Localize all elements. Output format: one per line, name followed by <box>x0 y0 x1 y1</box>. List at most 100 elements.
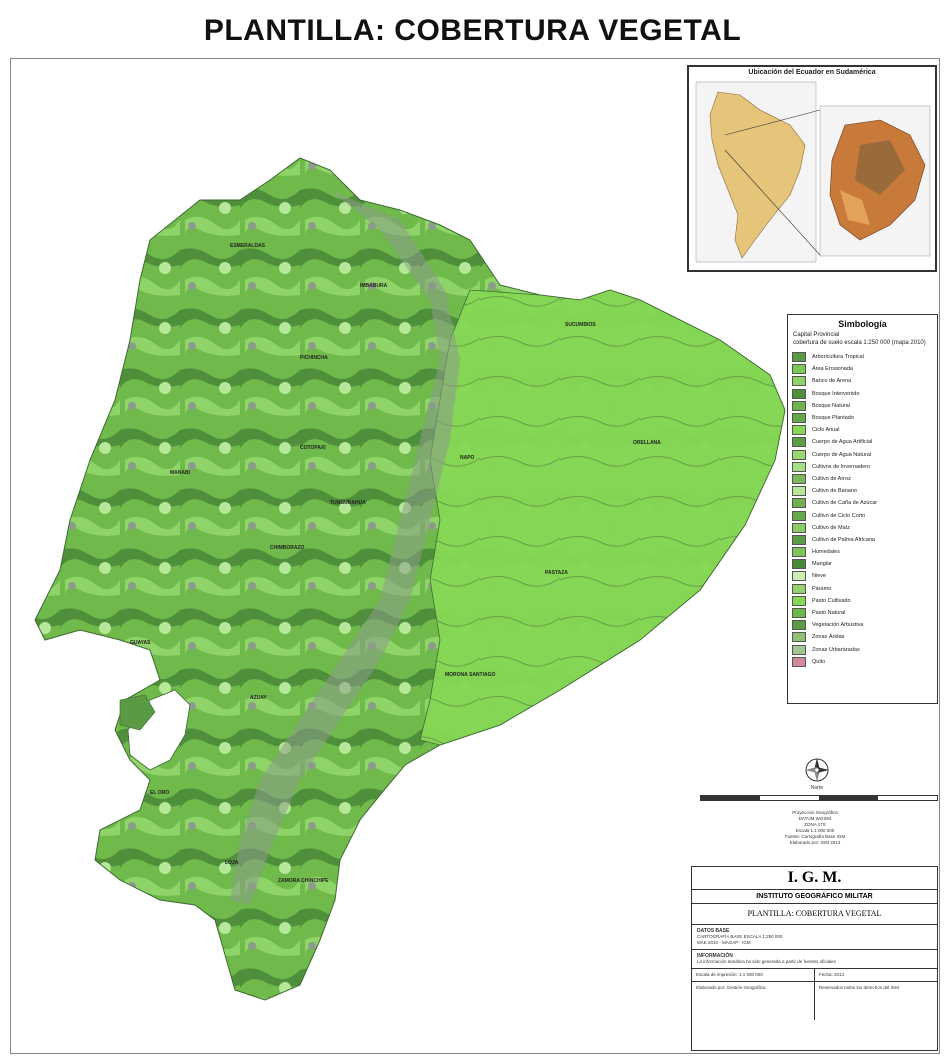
puna-island <box>119 694 156 731</box>
legend-item-label: Pasto Cultivado <box>812 597 851 604</box>
legend-item-label: Cultivo de Ciclo Corto <box>812 512 866 519</box>
legend-swatch <box>792 571 806 582</box>
legend-swatch <box>792 559 806 570</box>
legend-item-label: Cultivos de Invernadero <box>812 463 871 470</box>
legend-item: Arboricultura Tropical <box>792 351 937 363</box>
legend-item: Cultivo de Banano <box>792 485 937 497</box>
legend-item-label: Cuerpo de Agua Natural <box>812 451 872 458</box>
legend-item: Humedales <box>792 546 937 558</box>
note-line: DATUM WGS84 <box>798 816 832 821</box>
legend-swatch <box>792 620 806 631</box>
legend-swatch <box>792 547 806 558</box>
map-notes: Proyección Geográfica DATUM WGS84 ZONA 1… <box>740 810 890 846</box>
legend-swatch <box>792 534 806 545</box>
tb-data-line: CARTOGRAFÍA BASE ESCALA 1:250 000 <box>697 934 783 939</box>
legend-swatch <box>792 595 806 606</box>
legend-item-label: Cultivo de Maíz <box>812 524 850 531</box>
place-label: PASTAZA <box>545 570 568 576</box>
tb-scale-cell: Escala de impresión: 1:1 000 000 <box>696 972 763 977</box>
legend-item: Pasto Natural <box>792 607 937 619</box>
legend-item: Cuerpo de Agua Natural <box>792 449 937 461</box>
legend-swatch <box>792 510 806 521</box>
legend-item-label: Nieve <box>812 573 827 580</box>
place-label: NAPO <box>460 455 475 461</box>
andes-band <box>230 190 460 905</box>
legend-title: Simbología <box>838 319 887 329</box>
tb-rights-cell: Reservados todos los derechos del IGM <box>814 982 937 1020</box>
legend-swatch <box>792 437 806 448</box>
legend-item-label: Vegetación Arbustiva <box>812 622 864 629</box>
place-label: EL ORO <box>150 790 170 796</box>
legend-item: Cultivo de Ciclo Corto <box>792 509 937 521</box>
title-block: I. G. M. INSTITUTO GEOGRÁFICO MILITAR PL… <box>691 866 938 1051</box>
tb-credit-row: Elaborado por: Gestión Geográfica Reserv… <box>692 982 937 1020</box>
legend-swatch <box>792 583 806 594</box>
legend-item: Cultivo de Caña de Azúcar <box>792 497 937 509</box>
legend-swatch <box>792 388 806 399</box>
place-label: IMBABURA <box>360 283 388 289</box>
legend-swatch <box>792 473 806 484</box>
legend-item: Área Erosionada <box>792 363 937 375</box>
legend-item: Zonas Áridas <box>792 631 937 643</box>
tb-data-line: MAE 2010 - MAGAP - IGM <box>697 940 751 945</box>
note-line: Escala 1:1 000 000 <box>795 828 835 833</box>
legend-subtitle: Capital Provincial cobertura de suelo es… <box>788 329 937 349</box>
inset-frame: Ubicación del Ecuador en Sudamérica <box>688 66 936 271</box>
legend-swatch <box>792 352 806 363</box>
legend-swatch <box>792 400 806 411</box>
legend-item-label: Quito <box>812 658 826 665</box>
legend-item: Vegetación Arbustiva <box>792 619 937 631</box>
tb-data-section: DATOS BASE CARTOGRAFÍA BASE ESCALA 1:250… <box>692 925 937 950</box>
north-arrow-icon <box>805 758 829 782</box>
legend-item: Cultivos de Invernadero <box>792 461 937 473</box>
legend-item-label: Área Erosionada <box>812 366 853 373</box>
legend-item-label: Cultivo de Caña de Azúcar <box>812 500 878 507</box>
tb-credit-cell: Elaborado por: Gestión Geográfica <box>696 985 766 990</box>
legend-swatch <box>792 376 806 387</box>
place-label: SUCUMBIOS <box>565 322 596 328</box>
place-label: LOJA <box>225 860 239 866</box>
legend-swatch <box>792 413 806 424</box>
legend-item-label: Bosque Plantado <box>812 415 854 422</box>
tb-plate-title: PLANTILLA: COBERTURA VEGETAL <box>692 904 937 925</box>
place-label: ESMERALDAS <box>230 243 266 249</box>
tb-acronym: I. G. M. <box>692 867 937 890</box>
legend-item-label: Páramo <box>812 585 832 592</box>
legend-item: Nieve <box>792 570 937 582</box>
legend-item-label: Bosque Intervenido <box>812 390 860 397</box>
legend-item-label: Cultivo de Banano <box>812 488 857 495</box>
legend-swatch <box>792 425 806 436</box>
legend-item: Bosque Natural <box>792 400 937 412</box>
legend-item-label: Manglar <box>812 561 832 568</box>
tb-scale-row: Escala de impresión: 1:1 000 000 Fecha: … <box>692 969 937 982</box>
legend-swatch <box>792 449 806 460</box>
place-label: GUAYAS <box>130 640 151 646</box>
legend-swatch <box>792 644 806 655</box>
place-label: MANABI <box>170 470 190 476</box>
legend-item: Cuerpo de Agua Artificial <box>792 436 937 448</box>
map-title: PLANTILLA: COBERTURA VEGETAL <box>203 14 742 47</box>
legend-subtitle-line: Capital Provincial <box>793 332 840 338</box>
legend-item: Manglar <box>792 558 937 570</box>
tb-institute: INSTITUTO GEOGRÁFICO MILITAR <box>692 890 937 904</box>
note-line: Proyección Geográfica <box>792 810 838 815</box>
note-line: Fuente: Cartografía Base IGM <box>784 834 846 839</box>
legend-item-label: Cultivo de Palma Africana <box>812 536 875 543</box>
legend-item: Bosque Intervenido <box>792 388 937 400</box>
legend-item: Ciclo Anual <box>792 424 937 436</box>
note-line: ZONA 17S <box>804 822 826 827</box>
inset-map <box>687 65 937 272</box>
legend-item: Cultivo de Palma Africana <box>792 534 937 546</box>
legend-item-label: Bosque Natural <box>812 402 850 409</box>
place-label: MORONA SANTIAGO <box>445 672 496 678</box>
south-america-shape <box>709 91 806 259</box>
place-label: CHIMBORAZO <box>270 545 305 551</box>
tb-date-cell: Fecha: 2013 <box>814 969 937 981</box>
tb-info-line: La información temática ha sido generada… <box>697 959 836 964</box>
tb-info-head: INFORMACIÓN <box>697 953 733 959</box>
place-label: ORELLANA <box>633 440 661 446</box>
legend-item: Cultivo de Arroz <box>792 473 937 485</box>
legend-item: Cultivo de Maíz <box>792 522 937 534</box>
legend-item: Pasto Cultivado <box>792 595 937 607</box>
